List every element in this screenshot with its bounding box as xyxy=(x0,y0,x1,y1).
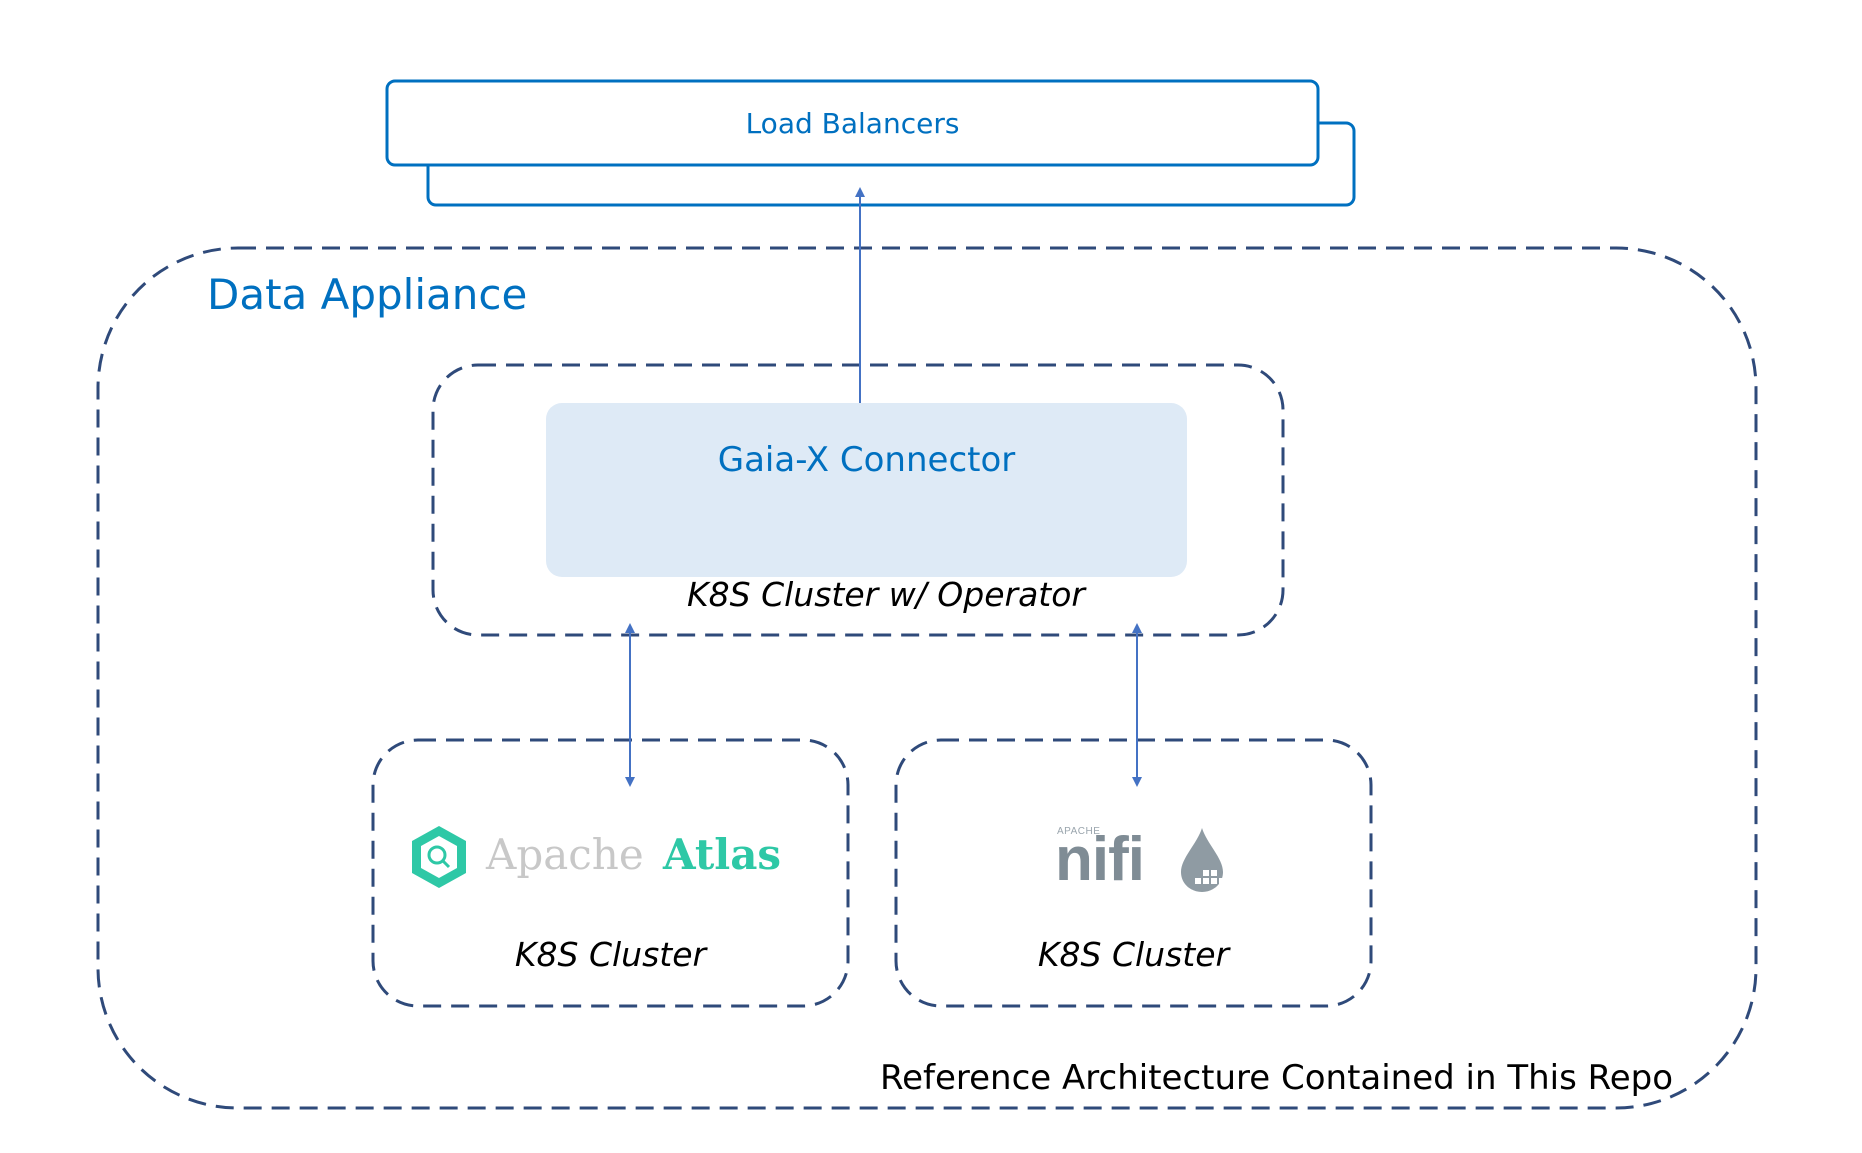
atlas-cluster-label: K8S Cluster xyxy=(514,935,707,974)
atlas-logo-word-atlas: Atlas xyxy=(663,830,782,879)
atlas-hexagon-icon xyxy=(412,826,466,888)
atlas-cluster-boundary xyxy=(371,738,850,1008)
atlas-logo-word-apache: Apache xyxy=(486,830,644,879)
operator-cluster-label: K8S Cluster w/ Operator xyxy=(687,575,1085,614)
load-balancers-label: Load Balancers xyxy=(745,106,960,140)
apache-atlas-logo: Apache Atlas xyxy=(408,826,788,888)
data-appliance-title: Data Appliance xyxy=(207,270,528,319)
reference-architecture-note: Reference Architecture Contained in This… xyxy=(880,1058,1674,1098)
apache-nifi-logo: APACHE nifi xyxy=(1055,825,1235,896)
gaia-x-connector-box xyxy=(546,403,1187,577)
nifi-logo-apache-small: APACHE xyxy=(1057,826,1101,837)
gaia-x-connector-label: Gaia-X Connector xyxy=(717,440,1016,480)
load-balancer-front-box xyxy=(385,79,1320,167)
nifi-cluster-boundary xyxy=(894,738,1373,1008)
nifi-cluster-label: K8S Cluster xyxy=(1037,935,1230,974)
nifi-logo-wordmark: nifi xyxy=(1055,825,1145,894)
data-appliance-boundary xyxy=(96,246,1758,1110)
nifi-drop-icon xyxy=(1181,828,1225,892)
